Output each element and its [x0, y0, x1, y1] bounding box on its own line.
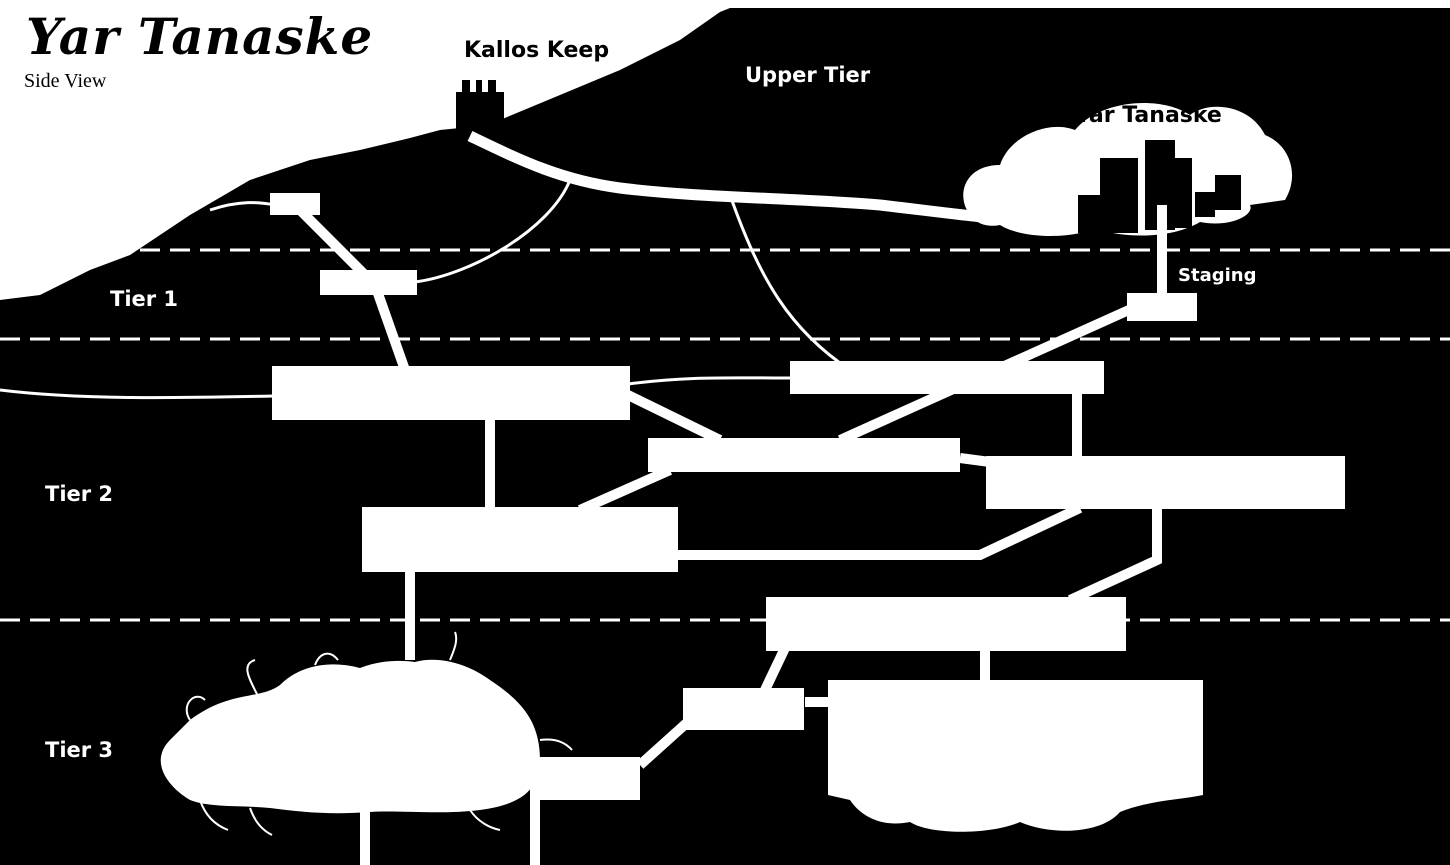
surface-road: [467, 131, 1041, 228]
label-tier-3: Tier 3: [45, 738, 114, 762]
chamber-tier2-mid: [648, 438, 960, 472]
chamber-tier2-lower: [362, 507, 678, 572]
cavern-tendrils: [185, 631, 573, 836]
tier-dividers: [0, 248, 1450, 622]
thin-tunnels: [0, 179, 1167, 400]
cavern-tier3-west: [160, 659, 540, 814]
chambers: [270, 193, 1345, 800]
label-upper-tier: Upper Tier: [745, 63, 871, 87]
label-tier-1: Tier 1: [110, 287, 179, 311]
chamber-tier2-far-east: [986, 456, 1345, 509]
chamber-tier3-small: [683, 688, 804, 730]
chamber-staging: [1127, 293, 1197, 321]
label-tier-2: Tier 2: [45, 482, 114, 506]
cavern-tier3-east: [828, 680, 1203, 832]
label-yar-tanaske: Yar Tanaske: [1075, 103, 1222, 128]
chamber-tier3-gate: [535, 757, 640, 800]
kallos-keep-silhouette: [456, 80, 504, 132]
chamber-surface-post: [270, 193, 320, 215]
city-skyline: [1078, 140, 1241, 233]
main-tunnels: [296, 206, 1162, 865]
chamber-tier2-west: [272, 366, 630, 420]
label-staging: Staging: [1178, 265, 1257, 286]
chamber-tier2-east: [790, 361, 1104, 394]
label-kallos-keep: Kallos Keep: [464, 38, 610, 63]
map-subtitle: Side View: [24, 70, 107, 92]
chamber-tier1: [320, 270, 417, 295]
map-title: Yar Tanaske: [26, 7, 374, 66]
chamber-tier3-upper: [766, 597, 1126, 651]
